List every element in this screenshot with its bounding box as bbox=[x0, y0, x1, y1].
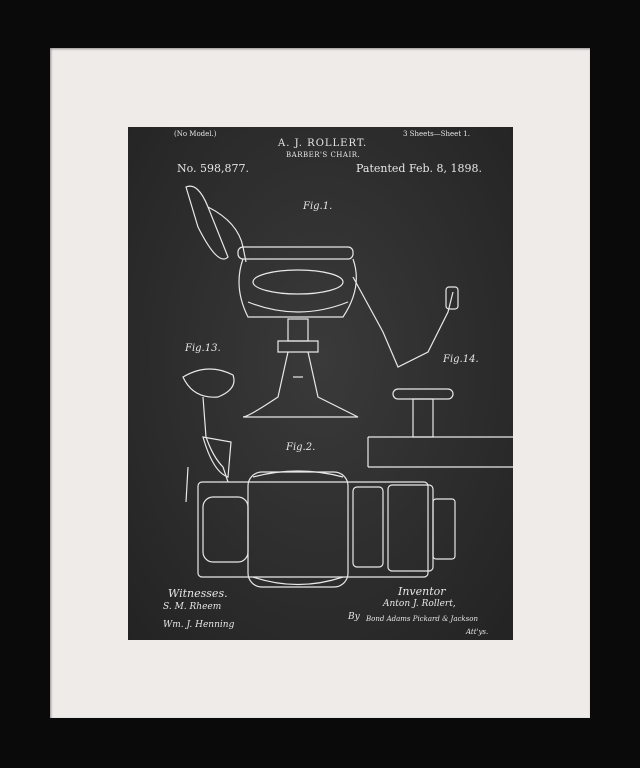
witnesses-label: Witnesses. bbox=[168, 587, 228, 600]
chair-drawing bbox=[182, 185, 513, 588]
patent-date: Patented Feb. 8, 1898. bbox=[356, 162, 483, 175]
witness-1-signature: S. M. Rheem bbox=[163, 602, 222, 612]
fig13-label: Fig.13. bbox=[185, 343, 221, 354]
model-note: (No Model.) bbox=[174, 130, 217, 138]
attys-label: Att'ys. bbox=[466, 628, 489, 636]
fig1-label: Fig.1. bbox=[303, 201, 333, 212]
sheets-note: 3 Sheets—Sheet 1. bbox=[403, 130, 470, 138]
witness-2-signature: Wm. J. Henning bbox=[163, 620, 235, 630]
inventor-name: A. J. ROLLERT. bbox=[278, 138, 368, 149]
patent-number: No. 598,877. bbox=[177, 162, 250, 175]
patent-title: BARBER'S CHAIR. bbox=[286, 151, 361, 159]
fig2-label: Fig.2. bbox=[286, 442, 316, 453]
inventor-signature: Anton J. Rollert, bbox=[383, 599, 456, 609]
attorneys-signature: Bond Adams Pickard & Jackson bbox=[366, 615, 478, 623]
fig14-label: Fig.14. bbox=[443, 354, 479, 365]
by-label: By bbox=[348, 612, 360, 622]
inventor-label: Inventor bbox=[398, 585, 446, 598]
patent-print: (No Model.) 3 Sheets—Sheet 1. A. J. ROLL… bbox=[128, 127, 513, 640]
